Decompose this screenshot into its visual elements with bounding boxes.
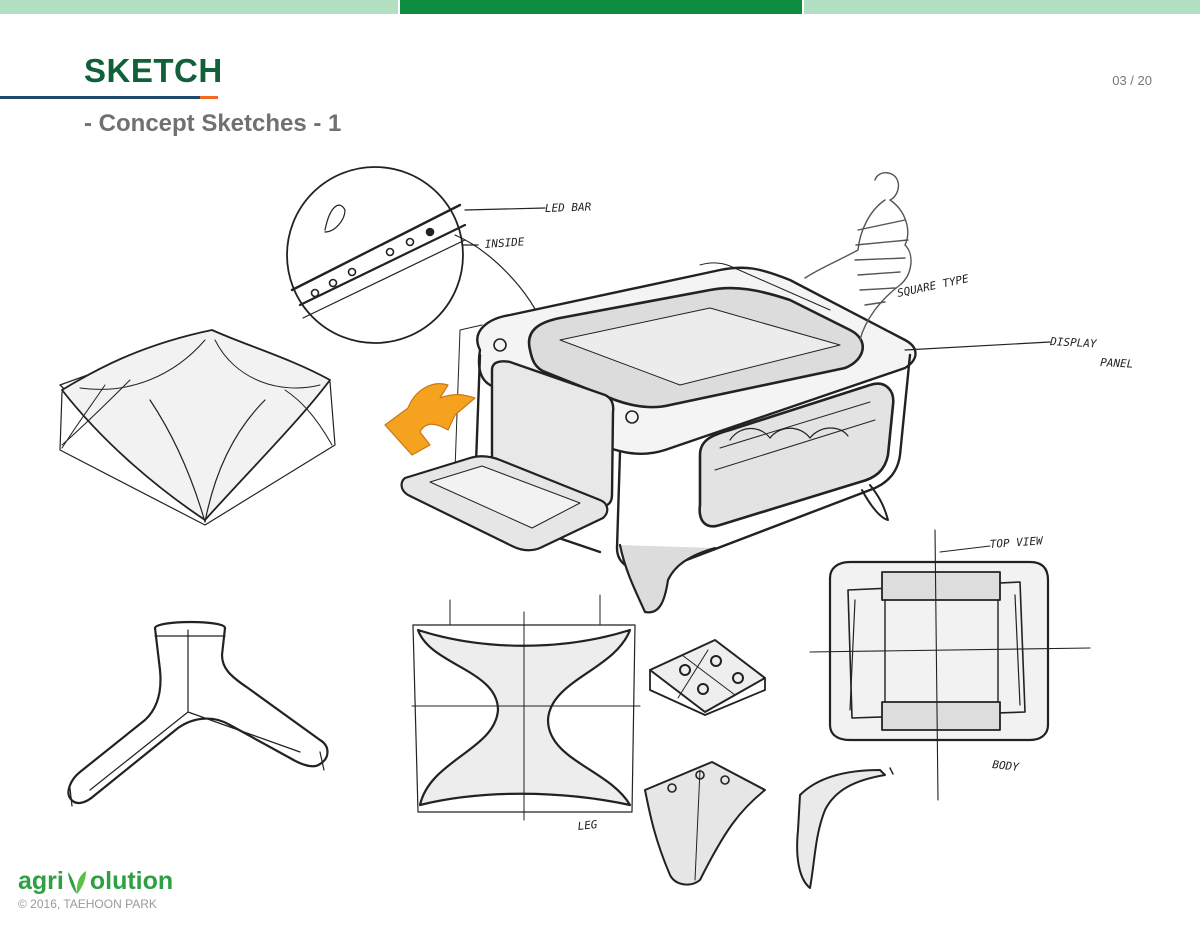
sketch-human-figure [804,172,912,341]
progress-segment-left [0,0,398,14]
copyright-notice: © 2016, TAEHOON PARK [18,897,157,911]
sketch-body-front [411,594,641,821]
label-top-view: TOP VIEW [989,534,1044,551]
page-title: SKETCH [84,52,223,89]
label-body: BODY [992,758,1021,774]
sketch-square-table [59,329,336,526]
progress-bar [0,0,1200,14]
label-inside: INSIDE [484,235,525,251]
logo-text-prefix: agri [18,867,64,895]
progress-segment-right [804,0,1200,14]
label-leg: LEG [577,818,598,833]
sketch-main-body [400,262,1051,614]
leaf-v-icon [67,871,86,894]
label-panel: PANEL [1100,356,1134,371]
page-subtitle: - Concept Sketches - 1 [84,110,342,137]
page-number: 03 / 20 [1112,73,1152,88]
sketch-leg-details [644,639,894,889]
label-display: DISPLAY [1049,335,1098,351]
label-led-bar: LED BAR [545,200,592,215]
title-underline-accent [200,96,218,99]
logo-text-suffix: olution [89,867,174,895]
agrivolution-logo: agri olution [18,858,173,894]
sketch-top-view [809,529,1091,801]
title-underline [0,96,200,99]
sketch-orange-arrow [384,383,476,456]
sketch-tripod-leg [67,620,329,807]
sketch-led-detail [286,166,546,344]
progress-segment-current [400,0,802,14]
